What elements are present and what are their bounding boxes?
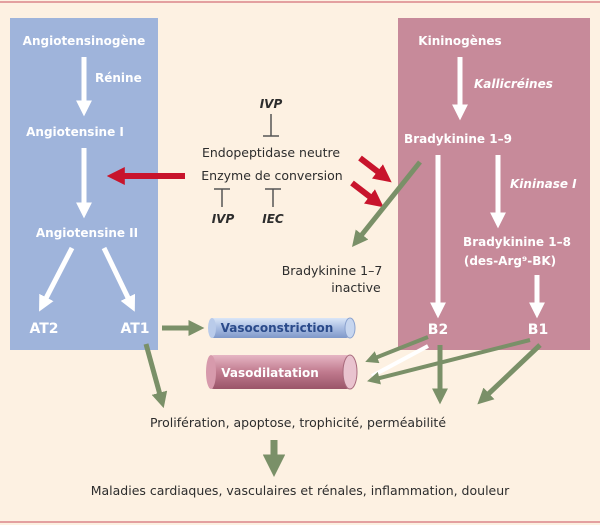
ivp-bottom-label: IVP	[212, 212, 235, 226]
renin-label: Rénine	[95, 71, 142, 85]
kininogens-label: Kininogènes	[418, 34, 501, 48]
ivp-top-label: IVP	[260, 97, 283, 111]
vasodilatation-label: Vasodilatation	[221, 366, 319, 380]
vasoconstriction-pill: Vasoconstriction	[208, 317, 356, 339]
inactive-label: inactive	[331, 280, 381, 295]
vasoconstriction-label: Vasoconstriction	[221, 321, 334, 335]
angiotensinogen-label: Angiotensinogène	[23, 34, 146, 48]
desarg-label: (des-Arg⁹-BK)	[464, 254, 556, 268]
arrow-ang2-to-at1	[101, 246, 136, 312]
angiotensin2-label: Angiotensine II	[36, 226, 138, 240]
arrow-b1-to-vasodilatation	[367, 338, 531, 385]
b1-label: B1	[528, 322, 548, 338]
proliferation-label: Prolifération, apoptose, trophicité, per…	[150, 415, 446, 430]
bk19-label: Bradykinine 1–9	[404, 132, 512, 146]
arrow-bk19-to-bk17	[352, 160, 422, 247]
arrow-b1-to-proliferation	[477, 343, 542, 405]
angiotensin1-label: Angiotensine I	[26, 125, 124, 139]
at1-label: AT1	[120, 321, 149, 337]
bk17-label: Bradykinine 1–7	[282, 263, 383, 278]
ace-label: Enzyme de conversion	[201, 168, 342, 183]
arrow-at1-to-proliferation	[143, 343, 168, 409]
at2-label: AT2	[29, 321, 58, 337]
b2-label: B2	[428, 322, 448, 338]
diseases-label: Maladies cardiaques, vasculaires et réna…	[91, 483, 510, 498]
endopeptidase-label: Endopeptidase neutre	[202, 145, 340, 160]
kininase-label: Kininase I	[510, 177, 577, 191]
b2-white-link	[371, 344, 429, 378]
endopeptidase-red-arrow	[358, 155, 392, 183]
bk18-label: Bradykinine 1–8	[463, 235, 571, 249]
vasodilatation-pill: Vasodilatation	[206, 354, 358, 390]
kinin-panel	[398, 18, 590, 350]
kallikreins-label: Kallicréines	[474, 77, 553, 91]
iec-label: IEC	[262, 212, 284, 226]
arrow-ang2-to-at2	[39, 246, 75, 312]
arrow-b2-to-vasodilatation	[365, 335, 429, 364]
ace-red-arrow-2	[350, 180, 384, 208]
